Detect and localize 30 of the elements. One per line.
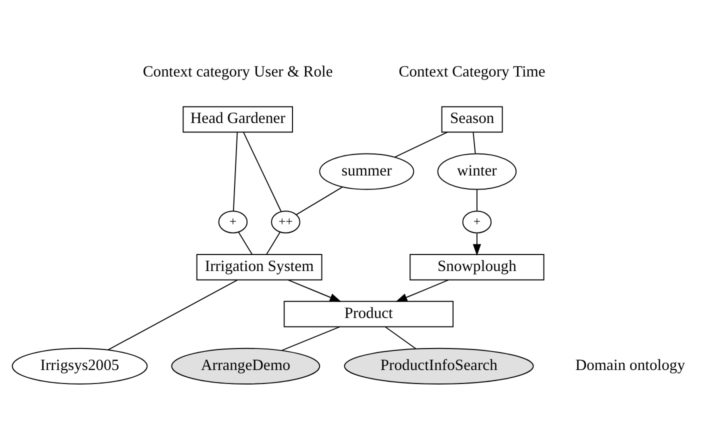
node-box: Season	[441, 106, 503, 132]
label: Domain ontology	[575, 356, 686, 374]
node-ellipse: Irrigsys2005	[12, 347, 148, 384]
connector	[384, 326, 416, 349]
arrow	[472, 232, 482, 256]
connector	[243, 131, 282, 212]
node-ellipse: ++	[271, 210, 300, 233]
connector	[232, 131, 238, 211]
arrow	[396, 279, 449, 302]
connector	[266, 231, 281, 254]
node-box: Irrigation System	[196, 254, 322, 280]
node-ellipse: summer	[319, 152, 414, 190]
arrow	[288, 279, 342, 302]
connector	[238, 231, 253, 254]
node-box: Snowplough	[410, 254, 544, 280]
label: Context Category Time	[398, 62, 546, 80]
node-ellipse: ArrangeDemo	[171, 347, 320, 384]
node-box: Product	[284, 300, 454, 327]
connector	[296, 186, 343, 215]
node-ellipse: +	[462, 210, 492, 233]
label: Context category User & Role	[142, 62, 333, 80]
connector	[108, 279, 238, 350]
node-ellipse: winter	[437, 152, 517, 190]
node-ellipse: ProductInfoSearch	[344, 347, 534, 384]
node-box: Head Gardener	[182, 106, 293, 132]
connector	[476, 188, 478, 211]
connector	[394, 131, 448, 158]
connector	[472, 131, 476, 154]
node-ellipse: +	[218, 210, 248, 233]
connector	[281, 326, 340, 350]
